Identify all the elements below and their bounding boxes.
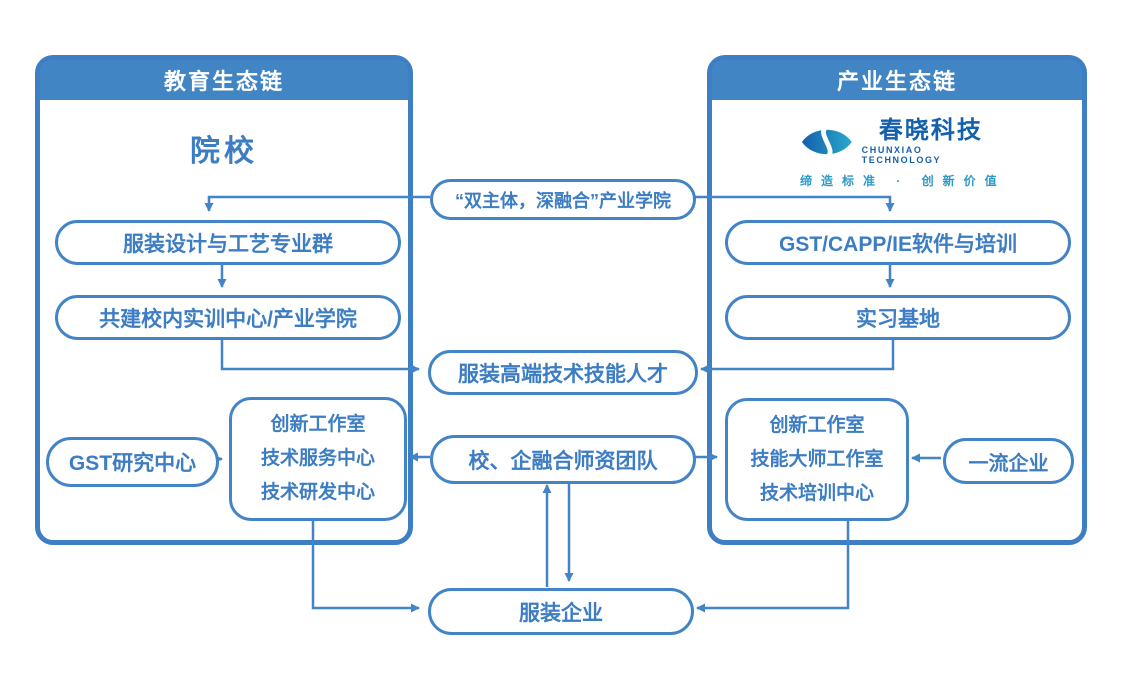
industry-chain-header: 产业生态链 <box>712 60 1082 100</box>
box-enterprise-centers-line1: 创新工作室 <box>769 414 865 436</box>
box-enterprise-centers-line3: 技术培训中心 <box>759 482 874 504</box>
pill-first-class-enterprise: 一流企业 <box>943 438 1074 484</box>
chunxiao-logo-icon <box>801 123 852 160</box>
box-enterprise-centers-line2: 技能大师工作室 <box>750 448 884 470</box>
education-chain-title: 教育生态链 <box>163 69 284 94</box>
industry-chain-title: 产业生态链 <box>836 69 957 94</box>
pill-fashion-design-group: 服装设计与工艺专业群 <box>55 220 401 265</box>
pill-faculty-team: 校、企融合师资团队 <box>430 435 696 484</box>
pill-internship-base: 实习基地 <box>725 295 1071 340</box>
pill-gst-research-center: GST研究中心 <box>46 437 219 487</box>
logo-tagline: 缔造标准 · 创新价值 <box>800 174 1006 188</box>
pill-garment-enterprise: 服装企业 <box>428 588 694 635</box>
box-school-centers: 创新工作室 技术服务中心 技术研发中心 <box>229 397 407 521</box>
education-chain-header: 教育生态链 <box>40 60 408 100</box>
logo-name: 春晓科技 <box>878 117 983 144</box>
pill-software-and-training: GST/CAPP/IE软件与培训 <box>725 220 1071 265</box>
pill-industry-college: “双主体，深融合”产业学院 <box>430 179 696 220</box>
chunxiao-logo: 春晓科技 CHUNXIAO TECHNOLOGY 缔造标准 · 创新价值 <box>800 118 1000 189</box>
pill-high-end-talent: 服装高端技术技能人才 <box>428 350 698 395</box>
box-enterprise-centers: 创新工作室 技能大师工作室 技术培训中心 <box>725 398 909 521</box>
pill-campus-training-center: 共建校内实训中心/产业学院 <box>55 295 401 340</box>
logo-subtitle: CHUNXIAO TECHNOLOGY <box>861 145 942 165</box>
box-school-centers-line1: 创新工作室 <box>270 414 366 435</box>
school-title: 院校 <box>190 135 258 168</box>
box-school-centers-line2: 技术服务中心 <box>260 448 375 469</box>
box-school-centers-line3: 技术研发中心 <box>260 482 375 503</box>
